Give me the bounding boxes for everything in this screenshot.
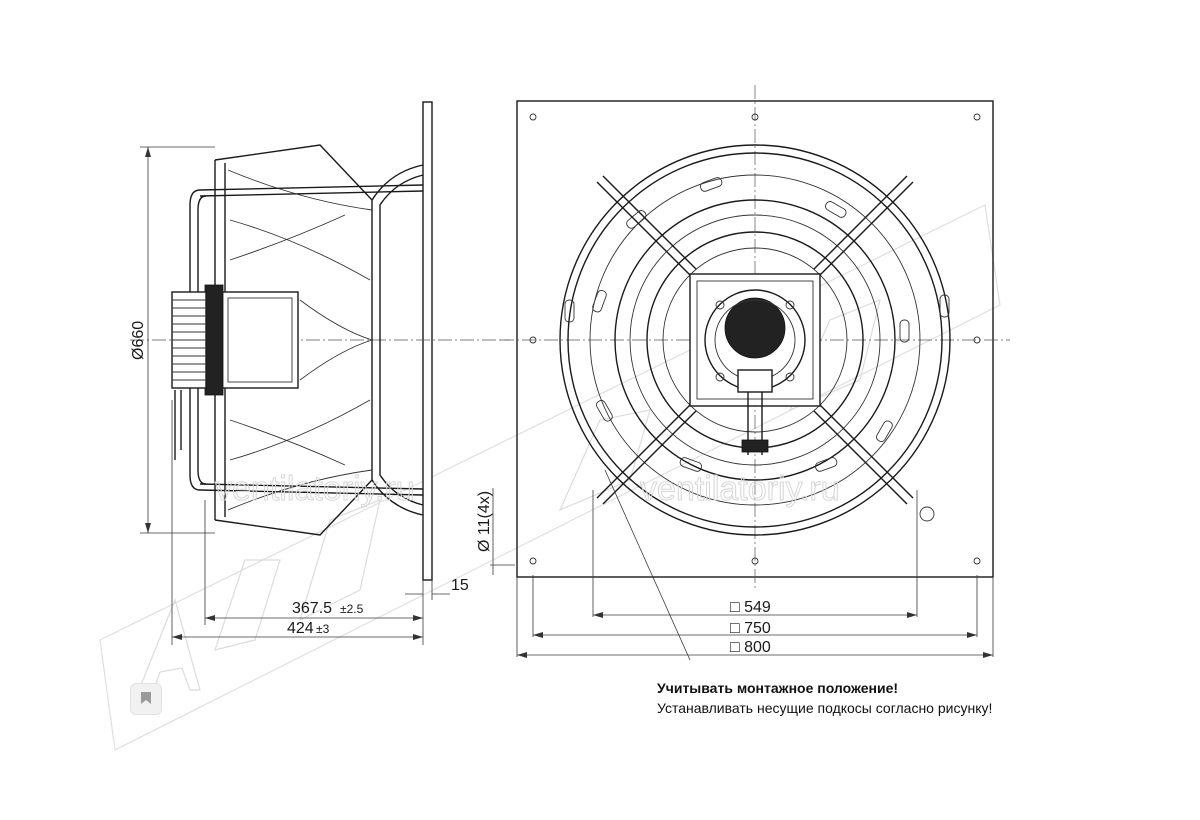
dimension-labels-side: Ø660 367.5 ±2.5 424 ±3 15 Ø 11(4x) (130, 321, 493, 637)
depth-short-label: 367.5 (292, 600, 332, 617)
outer-square-label: □ 800 (730, 639, 771, 656)
front-view-dimensions (516, 490, 994, 658)
flange-thickness-label: 15 (451, 577, 469, 594)
hole-spacing-label: □ 549 (730, 599, 771, 616)
diameter-label: Ø660 (130, 321, 147, 360)
cable-bundle (741, 392, 769, 455)
depth-short-tolerance: ±2.5 (340, 602, 364, 616)
mounting-note-text: Устанавливать несущие подкосы согласно р… (657, 700, 993, 716)
dimension-labels-front: □ 549 □ 750 □ 800 (730, 599, 771, 656)
bookmark-icon (141, 692, 151, 704)
motor-hub (704, 289, 806, 393)
mounting-note-title: Учитывать монтажное положение! (657, 680, 899, 696)
watermark-site-right: ventilatoriy.ru (640, 470, 840, 508)
mounting-holes (529, 113, 981, 565)
impeller-slots (564, 177, 950, 472)
bookmark-button[interactable] (130, 683, 162, 715)
watermark-text: ventilatoriy.ru ventilatoriy.ru (215, 470, 841, 509)
watermark-site-left: ventilatoriy.ru (215, 470, 415, 508)
hole-diameter-label: Ø 11(4x) (476, 491, 493, 552)
guard-struts (596, 175, 914, 505)
depth-total-label: 424 (287, 620, 314, 637)
depth-total-tolerance: ±3 (316, 622, 330, 636)
inner-square-label: □ 750 (730, 620, 771, 637)
side-view (130, 101, 510, 581)
side-view-dimensions (140, 146, 515, 645)
front-view (500, 85, 1010, 661)
